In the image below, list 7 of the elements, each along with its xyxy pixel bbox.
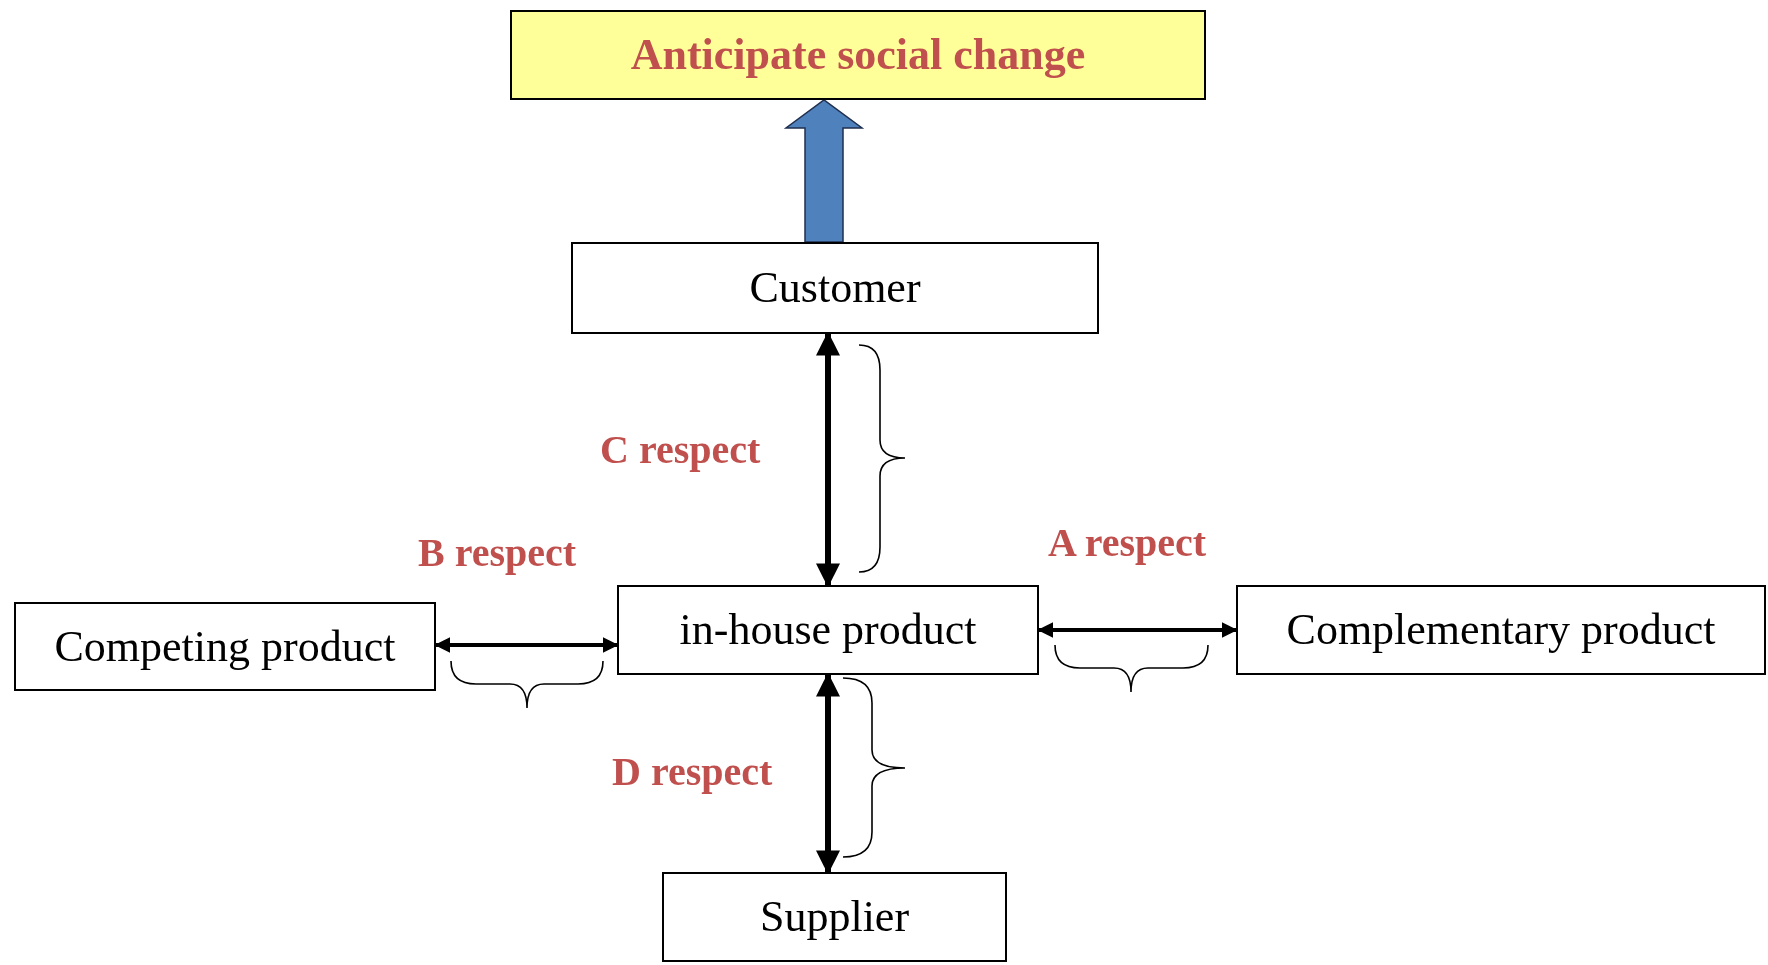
text-box: Complementary product bbox=[1236, 585, 1766, 675]
text-box: Customer bbox=[571, 242, 1099, 334]
text-box: Competing product bbox=[14, 602, 436, 691]
text-box: Anticipate social change bbox=[510, 10, 1206, 100]
text-box: Supplier bbox=[662, 872, 1007, 962]
text-box: in-house product bbox=[617, 585, 1039, 675]
block-arrow bbox=[783, 99, 865, 243]
